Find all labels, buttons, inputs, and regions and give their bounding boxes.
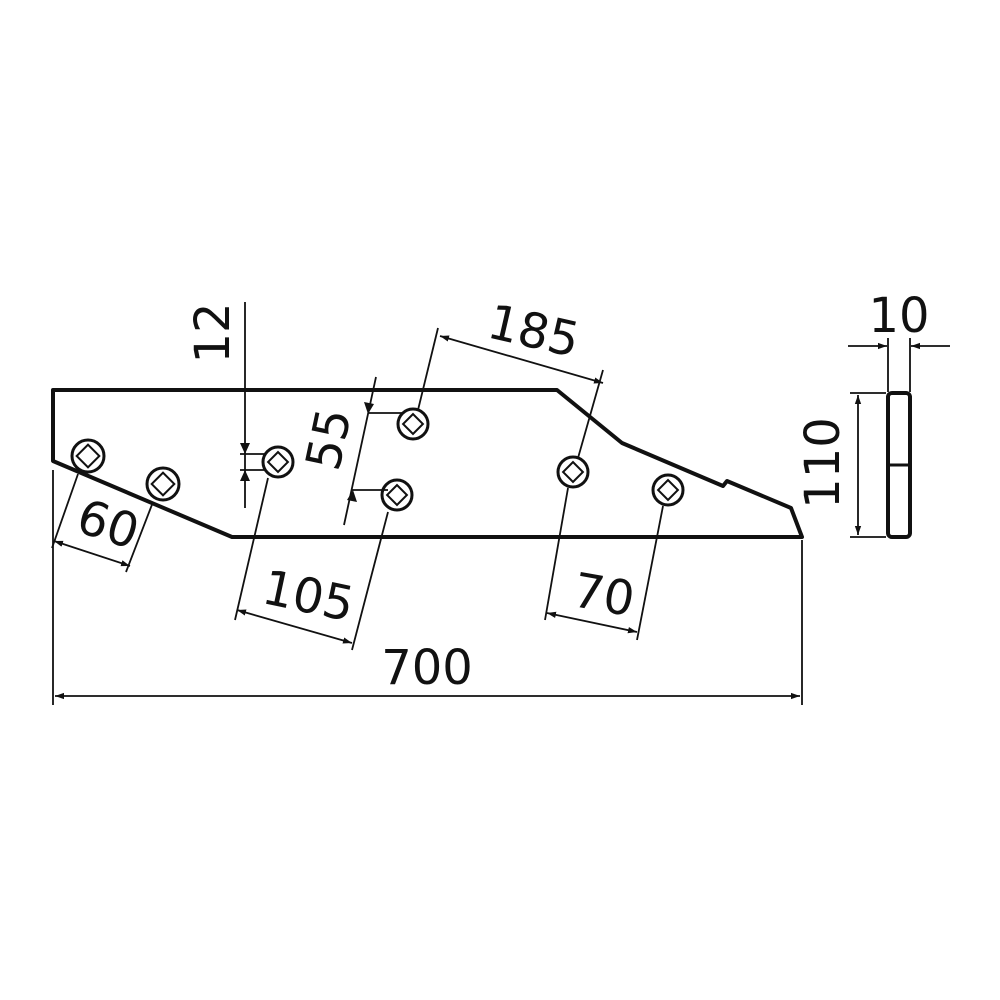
bolt-hole	[70, 438, 106, 474]
plate-outline	[51, 388, 804, 539]
bolt-hole	[396, 407, 430, 441]
dimension-label-55: 55	[295, 404, 362, 475]
dimension-60: 60	[51, 473, 154, 573]
dimension-label-70: 70	[569, 562, 639, 628]
dimension-label-185: 185	[483, 294, 585, 369]
bolt-hole	[651, 473, 685, 507]
dimension-105: 105	[234, 477, 389, 651]
dimension-12: 12	[185, 302, 264, 508]
bolt-hole	[556, 455, 590, 489]
dimension-label-110: 110	[795, 417, 851, 509]
dimension-label-10: 10	[868, 288, 929, 344]
dimension-700: 700	[52, 470, 803, 705]
dimension-label-12: 12	[185, 302, 241, 363]
dimension-label-700: 700	[381, 640, 473, 696]
bolt-hole	[261, 445, 295, 479]
dimension-label-105: 105	[258, 559, 359, 633]
dimension-110: 110	[795, 392, 886, 538]
dimension-70: 70	[544, 487, 664, 641]
dimension-185: 185	[417, 294, 604, 459]
bolt-hole	[380, 478, 414, 512]
bolt-hole	[145, 466, 181, 502]
dimension-10: 10	[848, 288, 950, 392]
dimension-55: 55	[295, 376, 404, 526]
